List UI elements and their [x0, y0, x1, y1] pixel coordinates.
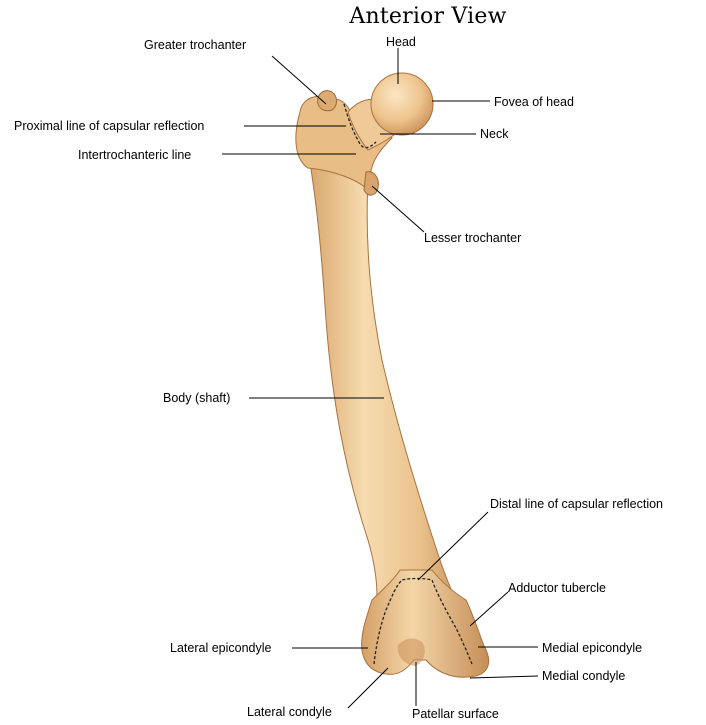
label-distal-line: Distal line of capsular reflection	[490, 497, 663, 511]
label-patellar-surface: Patellar surface	[412, 707, 499, 721]
label-fovea-of-head: Fovea of head	[494, 95, 574, 109]
greater-trochanter	[318, 91, 337, 111]
leader-lesser-trochanter	[372, 186, 424, 232]
label-proximal-line: Proximal line of capsular reflection	[14, 119, 204, 133]
label-lateral-epicondyle: Lateral epicondyle	[170, 641, 271, 655]
diagram-title: Anterior View	[0, 4, 706, 29]
label-head: Head	[386, 35, 416, 49]
label-lesser-trochanter: Lesser trochanter	[424, 231, 521, 245]
femur-shaft	[308, 150, 470, 640]
label-intertrochanteric-line: Intertrochanteric line	[78, 148, 191, 162]
femoral-head	[371, 73, 433, 135]
leader-medial-condyle	[470, 676, 538, 678]
label-lateral-condyle: Lateral condyle	[247, 705, 332, 719]
label-adductor-tubercle: Adductor tubercle	[508, 581, 606, 595]
label-greater-trochanter: Greater trochanter	[144, 38, 246, 52]
leader-adductor-tubercle	[470, 592, 508, 626]
label-medial-condyle: Medial condyle	[542, 669, 625, 683]
leader-lateral-condyle	[348, 668, 388, 708]
label-neck: Neck	[480, 127, 508, 141]
label-medial-epicondyle: Medial epicondyle	[542, 641, 642, 655]
label-body-shaft: Body (shaft)	[163, 391, 230, 405]
leader-greater-trochanter	[272, 56, 326, 104]
lesser-trochanter	[364, 172, 378, 195]
